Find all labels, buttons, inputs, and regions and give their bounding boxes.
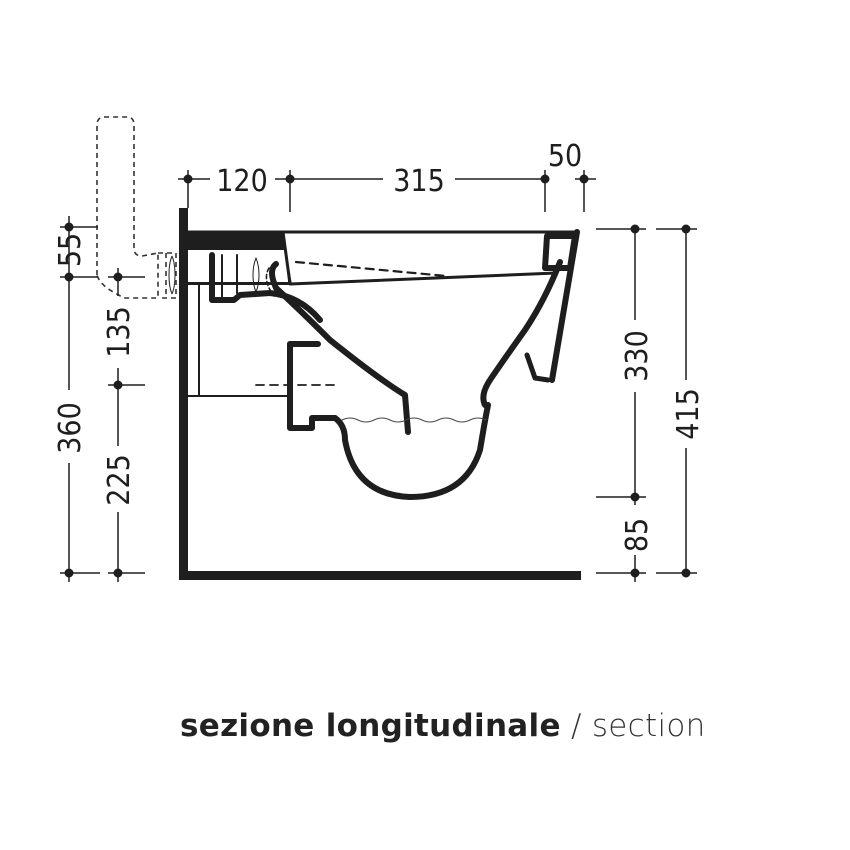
dim-415: 415	[671, 388, 706, 440]
dim-315: 315	[393, 164, 445, 199]
right-dimensions	[596, 224, 697, 582]
drawing-caption: sezione longitudinale / section	[180, 708, 706, 744]
toilet-body	[186, 229, 580, 500]
dim-120: 120	[216, 164, 268, 199]
caption-english: section	[591, 708, 706, 744]
wall	[179, 208, 188, 580]
flush-pipe-dashed	[96, 116, 177, 299]
top-dimensions	[178, 170, 596, 212]
dim-85: 85	[620, 518, 655, 552]
dim-225: 225	[102, 454, 137, 506]
caption-separator: /	[560, 708, 592, 744]
dim-135: 135	[102, 306, 137, 358]
dim-360: 360	[53, 402, 88, 454]
dim-330: 330	[620, 330, 655, 382]
left-dimensions	[60, 216, 145, 582]
floor	[179, 571, 581, 580]
caption-italian: sezione longitudinale	[180, 708, 561, 744]
dim-50: 50	[548, 139, 582, 174]
dim-55: 55	[53, 233, 88, 267]
